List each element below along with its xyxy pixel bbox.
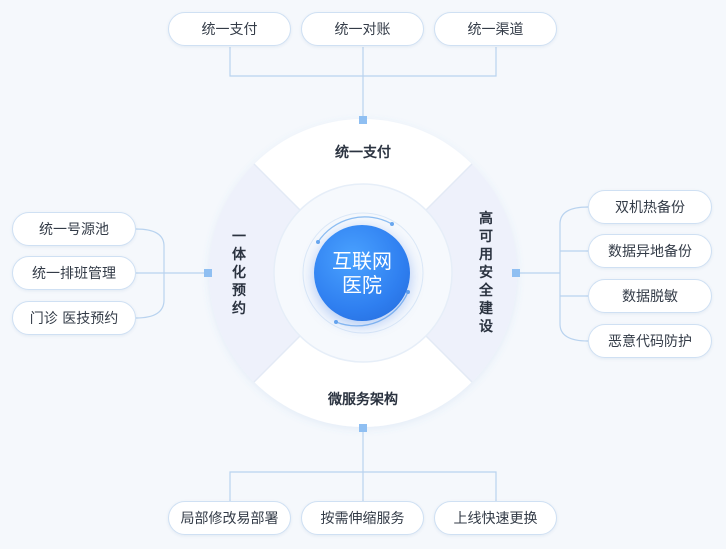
- left-branch-source-pool: 统一号源池: [12, 212, 136, 246]
- core-halo: [302, 212, 424, 334]
- bottom-branch-deploy: 局部修改易部署: [168, 501, 291, 535]
- segment-dividers: [253, 163, 473, 383]
- left-branch-scheduling: 统一排班管理: [12, 256, 136, 290]
- core-title-line1: 互联网: [332, 249, 392, 273]
- top-connectors: [229, 47, 497, 120]
- right-branch-hot-backup: 双机热备份: [588, 190, 712, 224]
- left-connectors: [135, 228, 208, 319]
- right-branch-data-masking: 数据脱敏: [588, 279, 712, 313]
- core-node: 互联网 医院: [314, 225, 410, 321]
- segment-label-left: 一体化预约: [232, 229, 246, 317]
- top-branch-reconciliation: 统一对账: [301, 12, 424, 46]
- segment-label-top: 统一支付: [335, 145, 391, 161]
- left-segment: [208, 164, 300, 382]
- top-branch-channel: 统一渠道: [434, 12, 557, 46]
- core-title-line2: 医院: [342, 273, 382, 297]
- segment-label-right: 高可用安全建设: [479, 211, 493, 335]
- right-connectors: [516, 206, 589, 342]
- orbit-arcs: [317, 216, 409, 327]
- left-branch-appointment: 门诊 医技预约: [12, 301, 136, 335]
- right-branch-offsite-backup: 数据异地备份: [588, 234, 712, 268]
- right-branch-malware-protection: 恶意代码防护: [588, 324, 712, 358]
- connection-nodes: [204, 116, 520, 432]
- bottom-branch-scaling: 按需伸缩服务: [301, 501, 424, 535]
- segment-label-bottom: 微服务架构: [328, 392, 398, 408]
- bottom-connectors: [229, 428, 497, 501]
- bottom-branch-release: 上线快速更换: [434, 501, 557, 535]
- right-segment: [426, 164, 518, 382]
- orbit-dots: [316, 222, 410, 324]
- top-branch-payment: 统一支付: [168, 12, 291, 46]
